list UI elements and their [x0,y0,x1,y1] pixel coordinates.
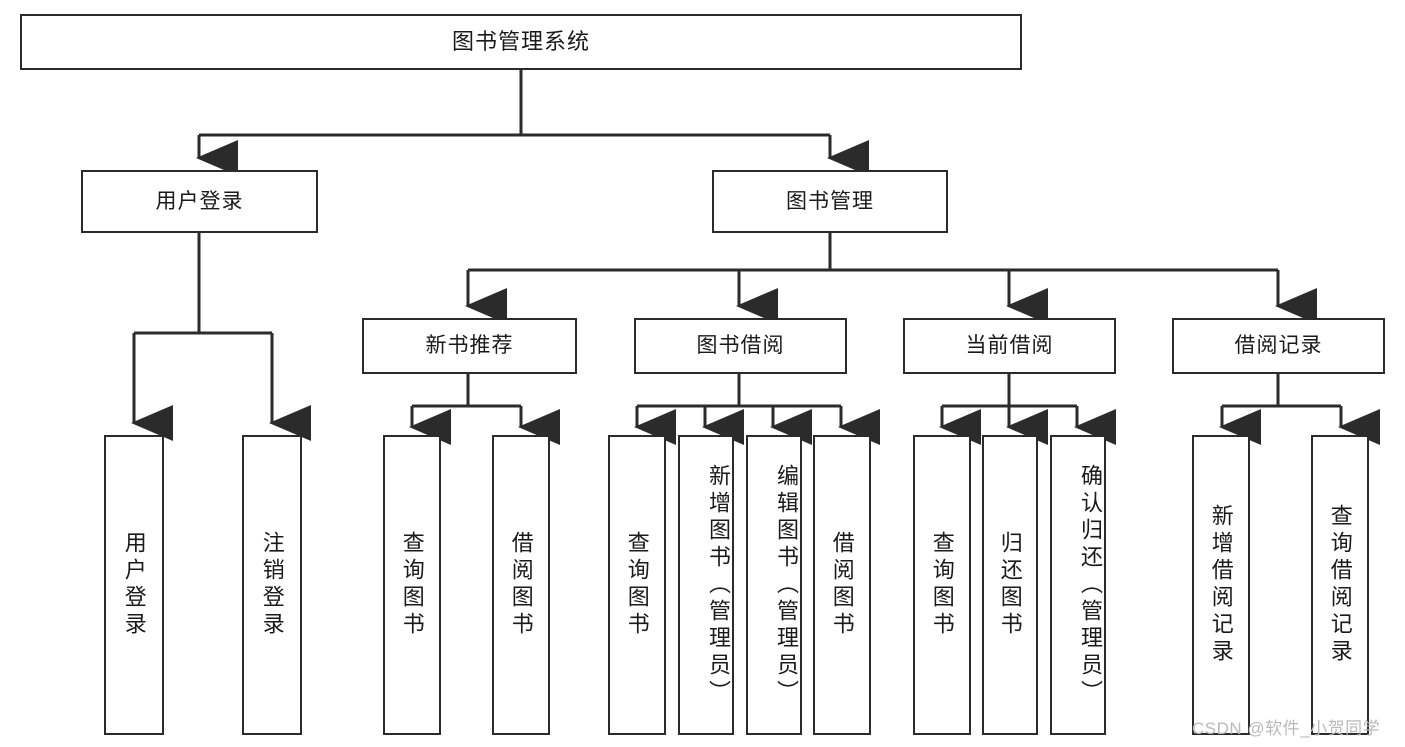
node-label: 查询图书 [624,531,650,639]
node-leaf-return-book[interactable]: 归还图书 [982,435,1038,735]
node-label: 借阅图书 [829,531,855,639]
node-label: 新书推荐 [425,334,514,358]
node-user-login[interactable]: 用户登录 [81,170,318,233]
node-label: 借阅图书 [508,531,534,639]
node-label: 新增借阅记录 [1208,504,1234,666]
watermark-text: CSDN @软件_小贺同学 [1192,719,1381,738]
node-label: 当前借阅 [965,334,1054,358]
node-label: 编辑图书（管理员） [774,463,799,707]
node-label: 注销登录 [259,531,285,639]
node-book-borrow[interactable]: 图书借阅 [634,318,847,374]
node-label: 归还图书 [997,531,1023,639]
node-label: 查询图书 [399,531,425,639]
node-leaf-logout[interactable]: 注销登录 [242,435,302,735]
node-label: 用户登录 [121,531,147,639]
node-borrow-record[interactable]: 借阅记录 [1172,318,1385,374]
node-leaf-query-record[interactable]: 查询借阅记录 [1311,435,1369,735]
node-leaf-query-book-1[interactable]: 查询图书 [383,435,441,735]
node-new-book-recommend[interactable]: 新书推荐 [362,318,577,374]
node-leaf-user-login[interactable]: 用户登录 [104,435,164,735]
node-leaf-query-book-3[interactable]: 查询图书 [913,435,971,735]
node-label: 图书管理 [786,189,874,213]
node-label: 查询图书 [929,531,955,639]
node-leaf-confirm-return[interactable]: 确认归还（管理员） [1050,435,1106,735]
node-label: 查询借阅记录 [1327,504,1353,666]
node-label: 图书管理系统 [451,28,590,54]
csdn-watermark: CSDN @软件_小贺同学 [1192,714,1380,739]
node-root-system[interactable]: 图书管理系统 [20,14,1022,70]
node-label: 借阅记录 [1234,334,1323,358]
node-leaf-borrow-book-2[interactable]: 借阅图书 [813,435,871,735]
node-leaf-borrow-book-1[interactable]: 借阅图书 [492,435,550,735]
node-label: 确认归还（管理员） [1078,463,1103,707]
node-leaf-query-book-2[interactable]: 查询图书 [608,435,666,735]
node-label: 用户登录 [155,189,244,213]
node-leaf-add-record[interactable]: 新增借阅记录 [1192,435,1250,735]
node-label: 图书借阅 [696,334,785,358]
node-book-management[interactable]: 图书管理 [712,170,948,233]
node-leaf-edit-book[interactable]: 编辑图书（管理员） [746,435,802,735]
node-leaf-add-book[interactable]: 新增图书（管理员） [678,435,734,735]
node-label: 新增图书（管理员） [706,463,731,707]
node-current-borrow[interactable]: 当前借阅 [903,318,1116,374]
